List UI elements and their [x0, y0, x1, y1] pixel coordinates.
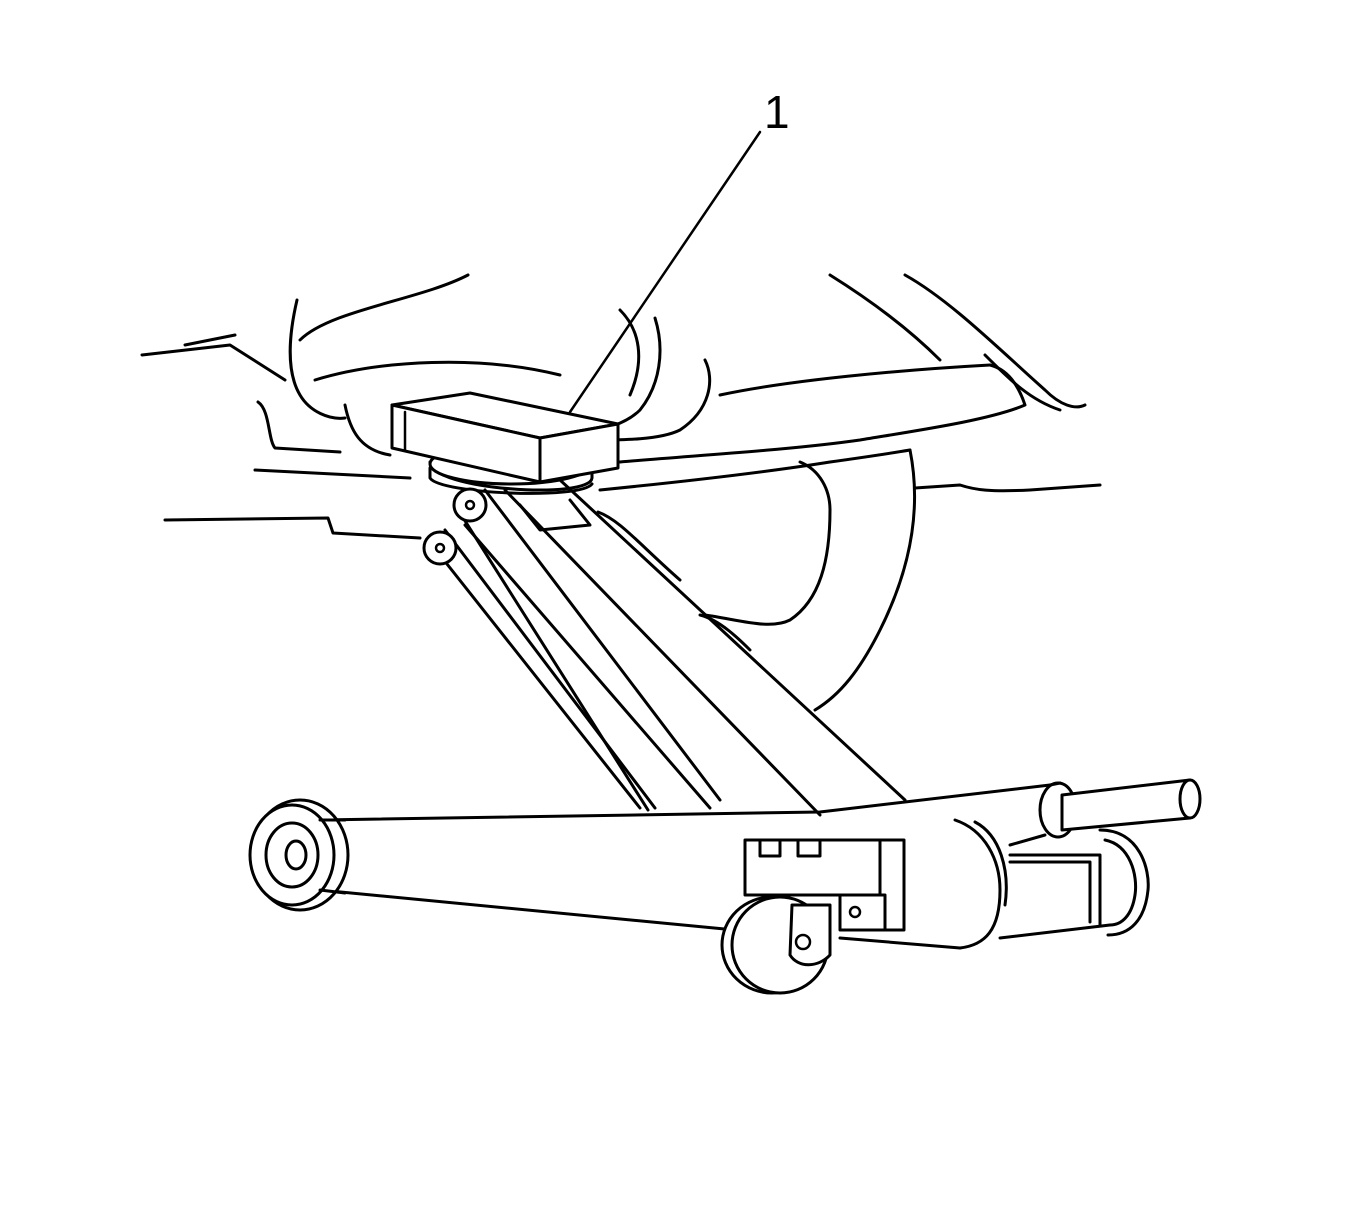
- jack-pad-block: [390, 391, 620, 484]
- callout-1: 1: [568, 86, 790, 414]
- callout-label: 1: [764, 86, 790, 138]
- rear-caster: [720, 838, 906, 995]
- jack-handle: [1038, 778, 1202, 839]
- jack-lift-arm: [422, 478, 907, 817]
- front-roller: [248, 798, 350, 912]
- jack-frame: [318, 783, 1150, 950]
- vehicle-underbody: [140, 273, 1102, 712]
